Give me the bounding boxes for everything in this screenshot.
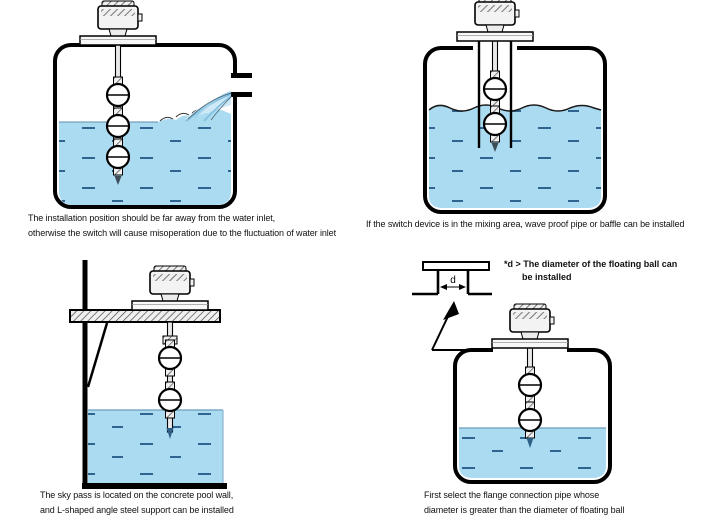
caption-line: diameter is greater than the diameter of…: [424, 505, 625, 515]
diagram-tank-wave-proof-pipe: [423, 0, 607, 214]
caption-line: First select the flange connection pipe …: [424, 490, 600, 500]
float-switch: [131, 265, 209, 439]
rod-tip: [114, 176, 122, 185]
caption-top-left: The installation position should be far …: [28, 211, 336, 241]
caption-bottom-right: First select the flange connection pipe …: [424, 488, 624, 518]
caption-line: If the switch device is in the mixing ar…: [366, 219, 685, 229]
note-line: *d > The diameter of the floating ball c…: [504, 259, 678, 269]
diameter-note: *d > The diameter of the floating ball c…: [504, 258, 677, 284]
angle-steel-brace: [86, 322, 109, 388]
diagram-flange-connection: d: [412, 261, 612, 484]
diagram-tank-water-inlet: [53, 0, 252, 209]
caption-line: The sky pass is located on the concrete …: [40, 490, 234, 500]
caption-line: and L-shaped angle steel support can be …: [40, 505, 234, 515]
switch-head: [79, 0, 157, 46]
water: [459, 427, 606, 478]
water: [59, 107, 231, 205]
dimension-label: d: [450, 275, 456, 286]
float-ball: [157, 338, 183, 378]
float-switch: [491, 303, 569, 448]
float-switch: [456, 0, 534, 152]
surface-ripples: [159, 107, 220, 122]
caption-line: The installation position should be far …: [28, 213, 276, 223]
dimension-arrow: d: [440, 275, 466, 290]
rod-tip: [491, 143, 499, 152]
water: [428, 104, 602, 208]
diagram-pool-wall-bracket: [69, 260, 227, 489]
water-inlet-splash: [184, 91, 232, 122]
switch-head: [131, 265, 209, 311]
caption-top-right: If the switch device is in the mixing ar…: [366, 217, 685, 232]
switch-head: [491, 303, 569, 349]
concrete-beam: [69, 309, 221, 323]
float-switch: [79, 0, 157, 185]
caption-bottom-left: The sky pass is located on the concrete …: [40, 488, 234, 518]
water: [88, 409, 224, 483]
rod-tip: [526, 438, 534, 448]
pool-floor: [82, 483, 227, 489]
flange-detail: d: [412, 261, 492, 296]
note-line: be installed: [522, 272, 572, 282]
rod-tip: [166, 428, 174, 439]
water-inlet: [229, 73, 252, 97]
caption-line: otherwise the switch will cause misopera…: [28, 228, 336, 238]
switch-head: [456, 0, 534, 42]
wave-proof-pipe: [477, 41, 513, 148]
